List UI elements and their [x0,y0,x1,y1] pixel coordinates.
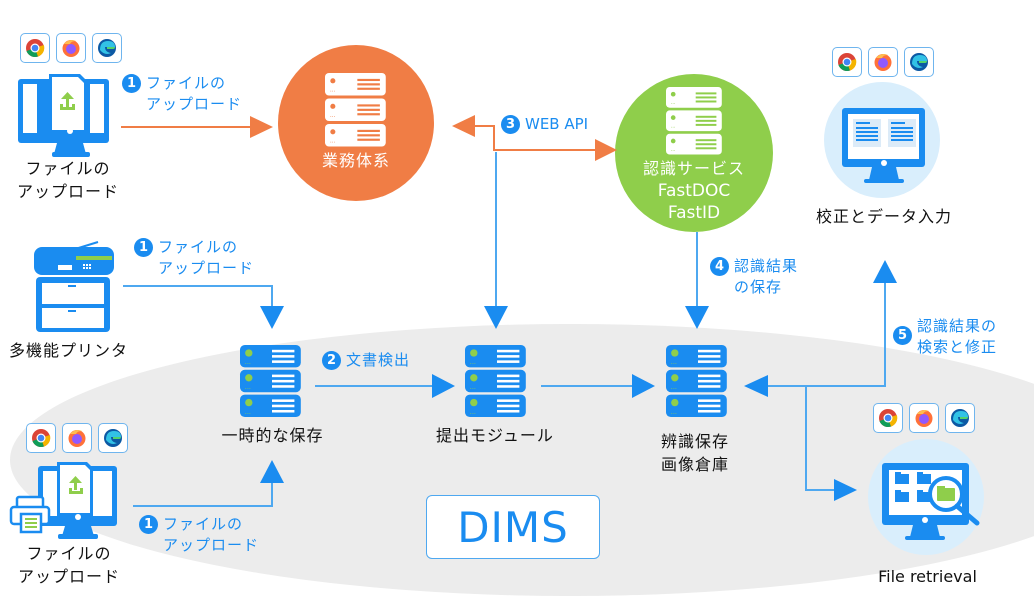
step-text-line: ファイルの [146,74,227,92]
step-text-line: 文書検出 [346,351,411,369]
step-1-upload-mfp: 1 ファイルのアップロード [134,237,254,279]
firefox-icon [868,47,898,77]
step-number-badge: 1 [139,515,158,534]
step-number-badge: 1 [134,238,153,257]
edge-icon [904,47,934,77]
submit-module-server-icon[interactable] [465,345,526,417]
recognition-service-label: 認識サービス FastDOC FastID [624,158,764,224]
firefox-icon [909,403,939,433]
chrome-icon [26,423,56,453]
step-text-line: ファイルの [163,515,244,533]
chrome-icon [832,47,862,77]
step-text-line: アップロード [146,95,243,113]
step-text-line: ファイルの [158,238,239,256]
arrow-temp-to-submit [315,374,455,398]
label-line: 画像倉庫 [660,455,729,474]
browser-icons-bottom-left [26,423,128,453]
server-icon [325,73,386,147]
arrow-upload-to-business [121,116,273,138]
label-line: アップロード [16,182,119,201]
web-upload-bottom-label: ファイルの アップロード [10,542,128,588]
step-2-document-detection: 2 文書検出 [322,350,410,371]
step-text-line: 認識結果の [917,317,998,335]
label-line: FastID [667,203,721,223]
arrow-bottom-upload-to-temp [133,460,284,507]
correction-entry-node[interactable] [824,82,940,198]
edge-icon [945,403,975,433]
mfp-label: 多機能プリンタ [9,341,129,360]
label-line: ファイルの [26,544,112,563]
browser-icons-bottom-right [873,403,975,433]
firefox-icon [56,33,86,63]
step-text-line: WEB API [525,115,589,133]
file-retrieval-node[interactable] [868,439,984,555]
recognition-repository-label: 辨識保存 画像倉庫 [640,430,750,476]
step-number-badge: 3 [501,115,520,134]
monitor-printer-upload-icon [9,462,117,539]
server-icon [666,87,722,155]
step-number-badge: 2 [322,351,341,370]
temp-storage-label: 一時的な保存 [221,426,324,445]
step-number-badge: 5 [893,326,912,345]
browser-icons-top-left [20,33,122,63]
temp-storage-server-icon[interactable] [240,345,301,417]
step-1-upload-bottom: 1 ファイルのアップロード [139,514,259,556]
submit-module-label: 提出モジュール [436,426,554,445]
repository-server-icon[interactable] [666,345,727,417]
label-line: FastDOC [657,181,731,201]
label-line: ファイルの [25,159,111,178]
edge-icon [92,33,122,63]
step-text-line: 認識結果 [734,257,799,275]
web-upload-top-label: ファイルの アップロード [8,157,128,203]
step-number-badge: 4 [710,257,729,276]
step-4-save-results: 4 認識結果の保存 [710,256,798,298]
arrow-repository-correction-retrieval [744,260,897,501]
step-3-web-api: 3 WEB API [501,114,588,135]
monitor-documents-icon [842,108,925,183]
chrome-icon [20,33,50,63]
firefox-icon [62,423,92,453]
arrow-mfp-to-temp [123,285,284,329]
arrow-recognition-to-repository [685,232,709,329]
step-number-badge: 1 [122,74,141,93]
step-text-line: の保存 [734,278,783,296]
arrow-submit-to-repository [541,374,655,398]
step-text-line: 検索と修正 [917,338,998,356]
multifunction-printer-icon [34,241,114,332]
file-retrieval-label: File retrieval [878,567,977,586]
business-system-label: 業務体系 [321,151,390,170]
label-line: アップロード [17,567,120,586]
dims-system-label: DIMS [426,495,600,559]
browser-icons-top-right [832,47,934,77]
monitor-folder-search-icon [882,463,980,540]
label-line: 認識サービス [642,159,745,178]
arrow-webapi [452,115,617,161]
correction-entry-label: 校正とデータ入力 [815,207,952,226]
step-1-upload-top: 1 ファイルのアップロード [122,73,242,115]
edge-icon [98,423,128,453]
chrome-icon [873,403,903,433]
monitor-upload-icon [18,74,109,157]
arrow-business-to-submit [484,152,508,329]
step-text-line: アップロード [163,536,260,554]
step-5-search-correct: 5 認識結果の検索と修正 [893,316,997,358]
business-system-node[interactable] [278,45,434,201]
label-line: 辨識保存 [660,432,729,451]
step-text-line: アップロード [158,259,255,277]
recognition-service-node[interactable] [615,74,773,232]
